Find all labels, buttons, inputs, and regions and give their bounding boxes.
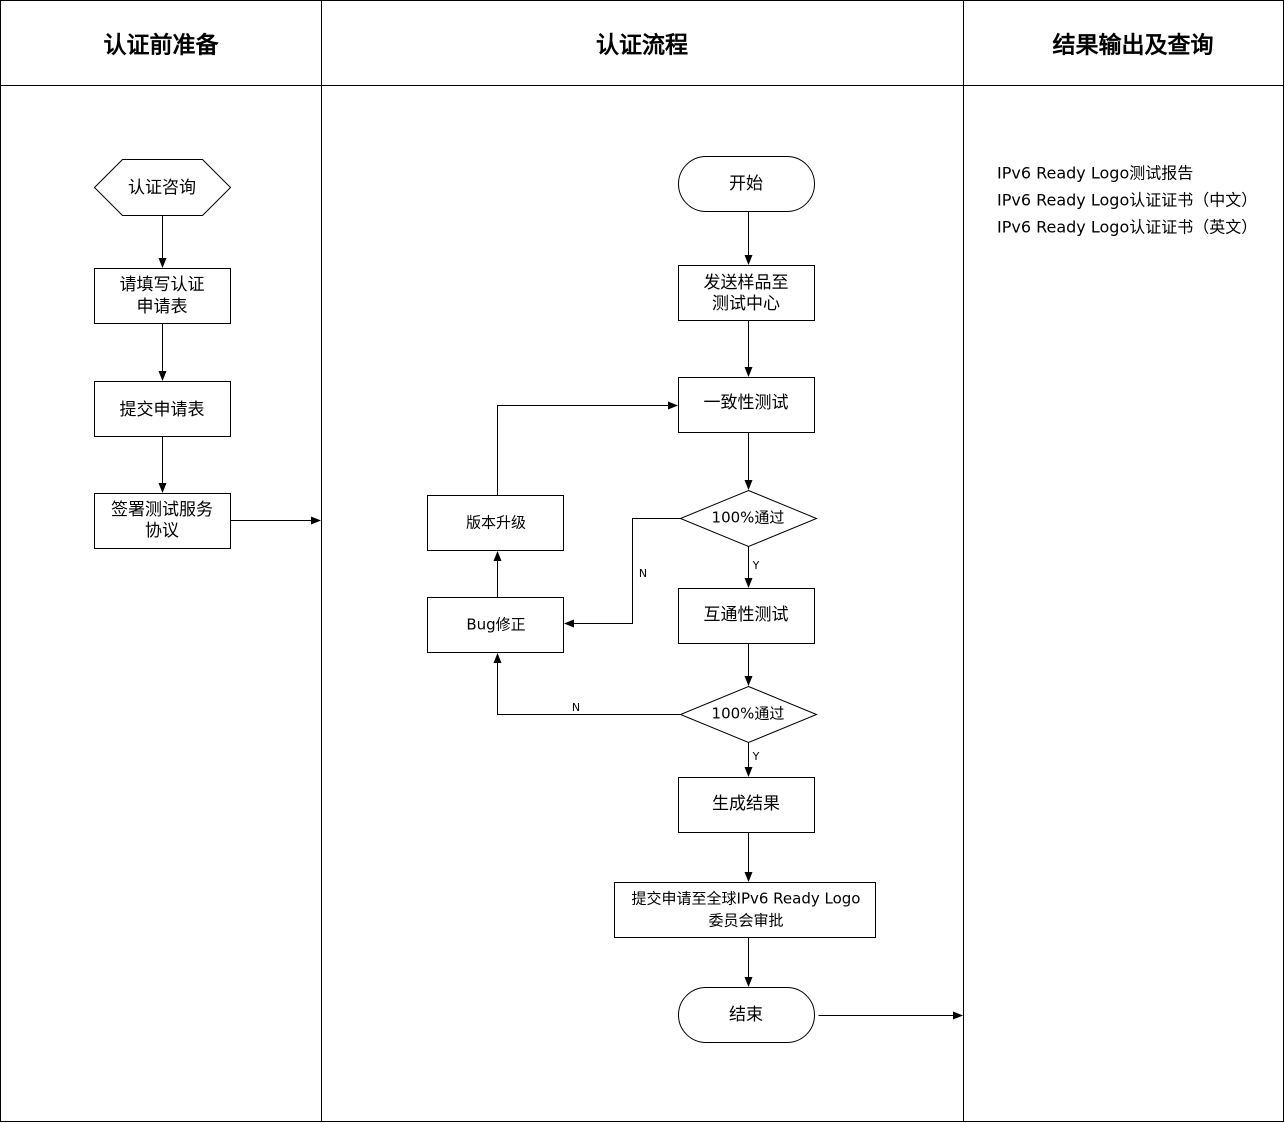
edge-decision2-no-to-bugfix (493, 653, 681, 715)
bug-fix-label: Bug修正 (466, 616, 525, 634)
submit-form-node (94, 381, 231, 437)
edge-upgrade-to-conformance (497, 401, 678, 496)
send-sample-label-line1: 发送样品至 (704, 273, 789, 293)
interop-test-label: 互通性测试 (704, 605, 789, 625)
send-sample-label-line2: 测试中心 (712, 294, 780, 314)
output-item: IPv6 Ready Logo测试报告 (997, 164, 1193, 183)
submit-committee-label-line2: 委员会审批 (708, 912, 783, 930)
generate-result-label: 生成结果 (712, 794, 780, 814)
generate-result-node (678, 777, 815, 833)
submit-committee-node (614, 882, 876, 938)
decision1-no-label: N (639, 567, 647, 580)
conformance-test-label: 一致性测试 (704, 393, 789, 413)
decision2-label: 100%通过 (712, 705, 785, 723)
edge-decision1-no-to-bugfix (564, 518, 681, 628)
version-upgrade-node (427, 495, 564, 551)
sign-agreement-label-line1: 签署测试服务 (111, 500, 213, 520)
consult-label: 认证咨询 (128, 178, 196, 198)
interop-test-node (678, 588, 815, 644)
submit-committee-label-line1: 提交申请至全球IPv6 Ready Logo (632, 890, 861, 908)
lane-header-prep: 认证前准备 (104, 32, 220, 59)
sign-agreement-node (94, 493, 231, 549)
lane-header-output: 结果输出及查询 (1053, 32, 1214, 59)
decision1-label: 100%通过 (712, 509, 785, 527)
fill-form-label-line1: 请填写认证 (120, 275, 205, 295)
decision1-yes-label: Y (752, 559, 760, 572)
sign-agreement-label-line2: 协议 (145, 521, 179, 541)
submit-form-label: 提交申请表 (120, 400, 205, 420)
decision2-no-label: N (572, 701, 580, 714)
conformance-test-node (678, 377, 815, 433)
version-upgrade-label: 版本升级 (466, 514, 526, 532)
send-sample-node (678, 265, 815, 321)
output-item: IPv6 Ready Logo认证证书（中文） (997, 191, 1257, 210)
consult-node (93, 159, 232, 216)
decision2-yes-label: Y (752, 750, 760, 763)
bug-fix-node (427, 597, 564, 653)
end-label: 结束 (729, 1005, 763, 1025)
start-node (678, 156, 815, 212)
end-node (678, 987, 815, 1043)
lane-header-flow: 认证流程 (596, 32, 688, 59)
output-item: IPv6 Ready Logo认证证书（英文） (997, 218, 1257, 237)
start-label: 开始 (729, 174, 763, 194)
fill-form-label-line2: 申请表 (137, 297, 188, 317)
